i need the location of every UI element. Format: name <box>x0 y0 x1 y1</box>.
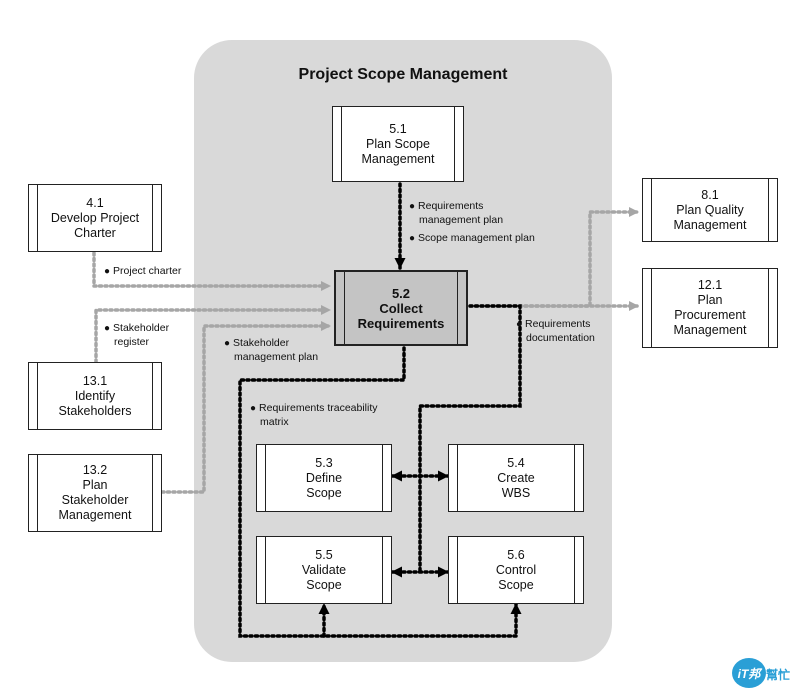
process-label: Management <box>58 508 132 522</box>
region-title: Project Scope Management <box>298 66 508 83</box>
process-label: Requirements <box>357 315 445 331</box>
process-13-1-identify-stakeholders: 13.1 Identify Stakeholders <box>28 362 162 430</box>
note-line: Requirements <box>418 200 484 212</box>
process-5-6-control-scope: 5.6 Control Scope <box>448 536 584 604</box>
process-number: 5.4 <box>507 455 525 470</box>
note-line: Requirements <box>525 318 591 330</box>
bullet-icon: ● <box>516 319 523 330</box>
process-number: 5.1 <box>389 121 407 136</box>
process-label: Plan Scope <box>366 136 430 151</box>
note-stakeholder-management-plan: ●Stakeholder management plan <box>224 337 318 363</box>
process-label: Create <box>497 470 535 485</box>
flow-52-traceability <box>238 346 522 638</box>
process-number: 5.6 <box>507 547 525 562</box>
note-stakeholder-register: ●Stakeholder register <box>104 322 169 348</box>
process-5-3-define-scope: 5.3 Define Scope <box>256 444 392 512</box>
note-line: Stakeholder <box>233 337 290 349</box>
note-scope-management-plan: ●Scope management plan <box>409 232 535 246</box>
flow-stakeholder-mgmt-plan <box>160 321 332 494</box>
process-number: 4.1 <box>86 195 104 210</box>
process-number: 8.1 <box>701 187 719 202</box>
bullet-icon: ● <box>224 338 231 349</box>
process-4-1-develop-project-charter: 4.1 Develop Project Charter <box>28 184 162 252</box>
process-number: 13.1 <box>82 373 108 388</box>
process-label: Stakeholder <box>61 493 129 507</box>
note-requirements-management-plan: ●Requirements management plan <box>409 200 503 226</box>
process-12-1-plan-procurement-management: 12.1 Plan Procurement Management <box>642 268 778 348</box>
bullet-icon: ● <box>250 403 257 414</box>
note-line: Requirements traceability <box>259 402 378 414</box>
note-line: management plan <box>419 213 504 226</box>
note-line: matrix <box>260 415 289 428</box>
process-5-5-validate-scope: 5.5 Validate Scope <box>256 536 392 604</box>
note-line: Stakeholder <box>113 322 170 334</box>
process-5-4-create-wbs: 5.4 Create WBS <box>448 444 584 512</box>
process-label: Management <box>673 323 747 337</box>
note-line: documentation <box>526 331 595 344</box>
process-label: Stakeholders <box>58 403 132 418</box>
process-label: Management <box>361 151 435 166</box>
bullet-icon: ● <box>409 201 416 212</box>
ithome-watermark-logo: iT邦 幫忙 <box>732 656 798 692</box>
logo-mark: iT邦 <box>732 658 766 688</box>
process-label: Charter <box>74 225 116 240</box>
process-label: Identify <box>74 388 116 403</box>
flow-to-quality <box>468 207 640 308</box>
process-label: WBS <box>501 485 531 500</box>
note-line: register <box>114 335 150 348</box>
process-label: Develop Project <box>50 210 140 225</box>
process-label: Scope <box>498 577 534 592</box>
process-number: 12.1 <box>697 278 723 292</box>
process-5-2-collect-requirements: 5.2 Collect Requirements <box>334 270 468 346</box>
process-label: Validate <box>301 562 347 577</box>
process-label: Define <box>305 470 343 485</box>
flow-52-to-56-right <box>418 304 522 574</box>
process-13-2-plan-stakeholder-management: 13.2 Plan Stakeholder Management <box>28 454 162 532</box>
process-label: Management <box>673 217 747 232</box>
note-requirements-documentation: ●Requirements documentation <box>516 318 595 344</box>
flow-stakeholder-register <box>94 305 332 364</box>
process-number: 5.3 <box>315 455 333 470</box>
process-5-1-plan-scope-management: 5.1 Plan Scope Management <box>332 106 464 182</box>
process-label: Plan <box>82 478 108 492</box>
process-label: Plan <box>697 293 723 307</box>
bullet-icon: ● <box>104 323 111 334</box>
process-label: Control <box>495 562 537 577</box>
note-line: Project charter <box>113 265 182 277</box>
process-8-1-plan-quality-management: 8.1 Plan Quality Management <box>642 178 778 242</box>
note-project-charter: ●Project charter <box>104 265 181 279</box>
process-label: Scope <box>306 577 342 592</box>
note-requirements-traceability-matrix: ●Requirements traceability matrix <box>250 402 378 428</box>
flow-project-charter <box>92 251 332 291</box>
logo-text: 幫忙 <box>766 668 791 682</box>
process-label: Plan Quality <box>676 202 744 217</box>
process-label: Scope <box>306 485 342 500</box>
process-label: Procurement <box>674 308 746 322</box>
note-line: management plan <box>234 350 319 363</box>
bullet-icon: ● <box>104 266 111 277</box>
process-number: 5.5 <box>315 547 333 562</box>
process-number: 5.2 <box>391 285 411 301</box>
process-number: 13.2 <box>82 463 108 477</box>
note-line: Scope management plan <box>418 232 535 244</box>
bullet-icon: ● <box>409 233 416 244</box>
process-label: Collect <box>379 300 423 316</box>
